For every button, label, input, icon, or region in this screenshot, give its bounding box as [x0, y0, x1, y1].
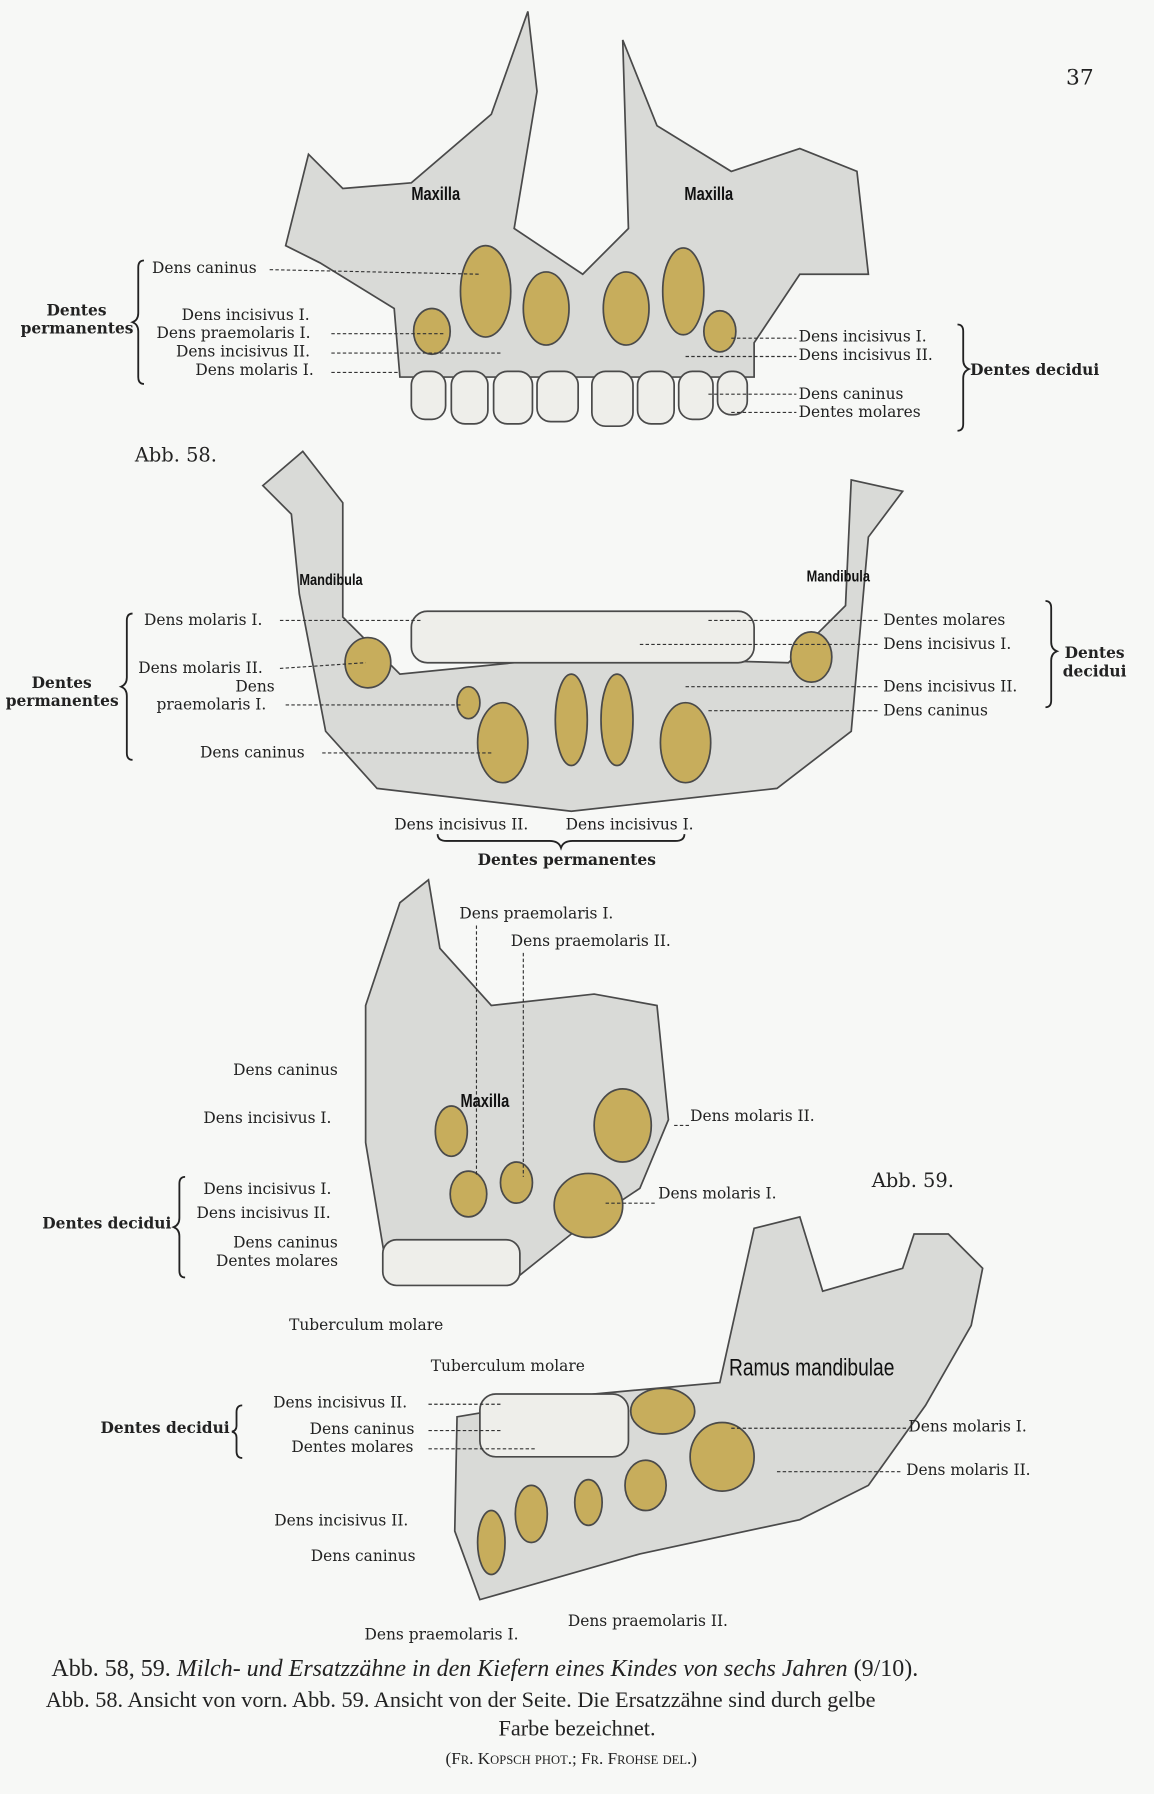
label: Dens molaris I. — [908, 1417, 1027, 1437]
label: Dentes molares — [215, 1252, 338, 1271]
label: Dens praemolaris II. — [510, 932, 671, 951]
bone-label-ramus-mandibulae: Ramus mandibulae — [728, 1355, 895, 1382]
label: Dens molaris II. — [138, 659, 263, 678]
label: Dens molaris I. — [658, 1184, 777, 1204]
group-label-dentes-decidui: Dentes decidui — [1062, 644, 1127, 681]
braces — [118, 259, 1060, 1459]
label: Dens incisivus I. — [203, 1180, 332, 1199]
leader-lines — [269, 269, 907, 1473]
label: Dens praemolaris I. — [364, 1625, 519, 1645]
bone-label-maxilla: Maxilla — [460, 1092, 510, 1112]
label: Dens praemolaris II. — [567, 1612, 728, 1631]
group-label-dentes-decidui: Dentes decidui — [42, 1214, 172, 1233]
label: Dens incisivus I. — [798, 327, 927, 347]
group-label-dentes-permanentes: Dentes permanentes — [477, 851, 656, 870]
label: Dens incisivus I. — [181, 306, 310, 325]
label: praemolaris I. — [156, 695, 267, 715]
figure-label-abb-58: Abb. 58. — [134, 444, 217, 468]
label: Dentes molares — [798, 403, 921, 422]
bone-label-maxilla-left: Maxilla — [411, 185, 461, 205]
group-label-dentes-permanentes: Dentes permanentes — [20, 301, 134, 339]
label: Dens incisivus II. — [394, 815, 529, 835]
bone-label-maxilla-right: Maxilla — [684, 185, 734, 205]
label: Dens praemolaris I. — [156, 324, 311, 343]
label: Dentes molares — [883, 611, 1006, 630]
label: Dens molaris I. — [195, 361, 314, 380]
caption-line-1: Abb. 58, 59. Milch- und Ersatzzähne in d… — [51, 1654, 918, 1683]
group-label-dentes-decidui: Dentes decidui — [970, 361, 1100, 380]
bone-label-mandibula-right: Mandibula — [806, 566, 870, 586]
figure-label-abb-59: Abb. 59. — [871, 1170, 954, 1193]
group-label-dentes-decidui: Dentes decidui — [100, 1419, 230, 1438]
label: Tuberculum molare — [430, 1357, 585, 1376]
bone-label-mandibula-left: Mandibula — [299, 570, 363, 589]
label: Dens caninus — [199, 743, 305, 763]
label: Dens — [235, 677, 275, 696]
caption-credit: (Fr. Kopsch phot.; Fr. Frohse del.) — [445, 1750, 698, 1769]
page-number: 37 — [1066, 65, 1094, 91]
mandible-front-illustration — [261, 450, 905, 813]
label: Dentes molares — [291, 1438, 414, 1457]
label: Dens molaris II. — [690, 1107, 815, 1126]
caption-line-2: Abb. 58. Ansicht von vorn. Abb. 59. Ansi… — [45, 1688, 876, 1713]
caption-scale: (9/10). — [853, 1654, 919, 1682]
label: Dens molaris II. — [906, 1461, 1031, 1480]
caption-prefix: Abb. 58, 59. — [51, 1654, 171, 1682]
group-label-dentes-permanentes: Dentes permanentes — [5, 674, 119, 711]
label: Dens incisivus I. — [883, 635, 1012, 654]
label: Dens caninus — [233, 1234, 338, 1253]
label: Dens caninus — [151, 259, 257, 278]
label: Dens caninus — [309, 1420, 415, 1439]
label: Tuberculum molare — [289, 1316, 444, 1335]
label: Dens incisivus II. — [274, 1511, 409, 1530]
caption-title: Milch- und Ersatzzähne in den Kiefern ei… — [176, 1654, 848, 1682]
label: Dens praemolaris I. — [459, 904, 614, 924]
label: Dens incisivus I. — [565, 815, 694, 835]
label: Dens caninus — [798, 385, 904, 404]
label: Dens incisivus II. — [798, 346, 933, 365]
label: Dens caninus — [310, 1547, 416, 1566]
label: Dens caninus — [233, 1061, 338, 1080]
label: Dens incisivus II. — [175, 342, 311, 362]
label: Dens incisivus II. — [196, 1204, 331, 1223]
label: Dens incisivus II. — [273, 1393, 408, 1413]
label: Dens molaris I. — [143, 611, 263, 630]
caption-line-3: Farbe bezeichnet. — [498, 1717, 656, 1742]
label: Dens caninus — [883, 701, 988, 720]
label: Dens incisivus II. — [883, 677, 1018, 696]
label: Dens incisivus I. — [203, 1109, 332, 1128]
maxilla-front-illustration — [284, 11, 870, 378]
